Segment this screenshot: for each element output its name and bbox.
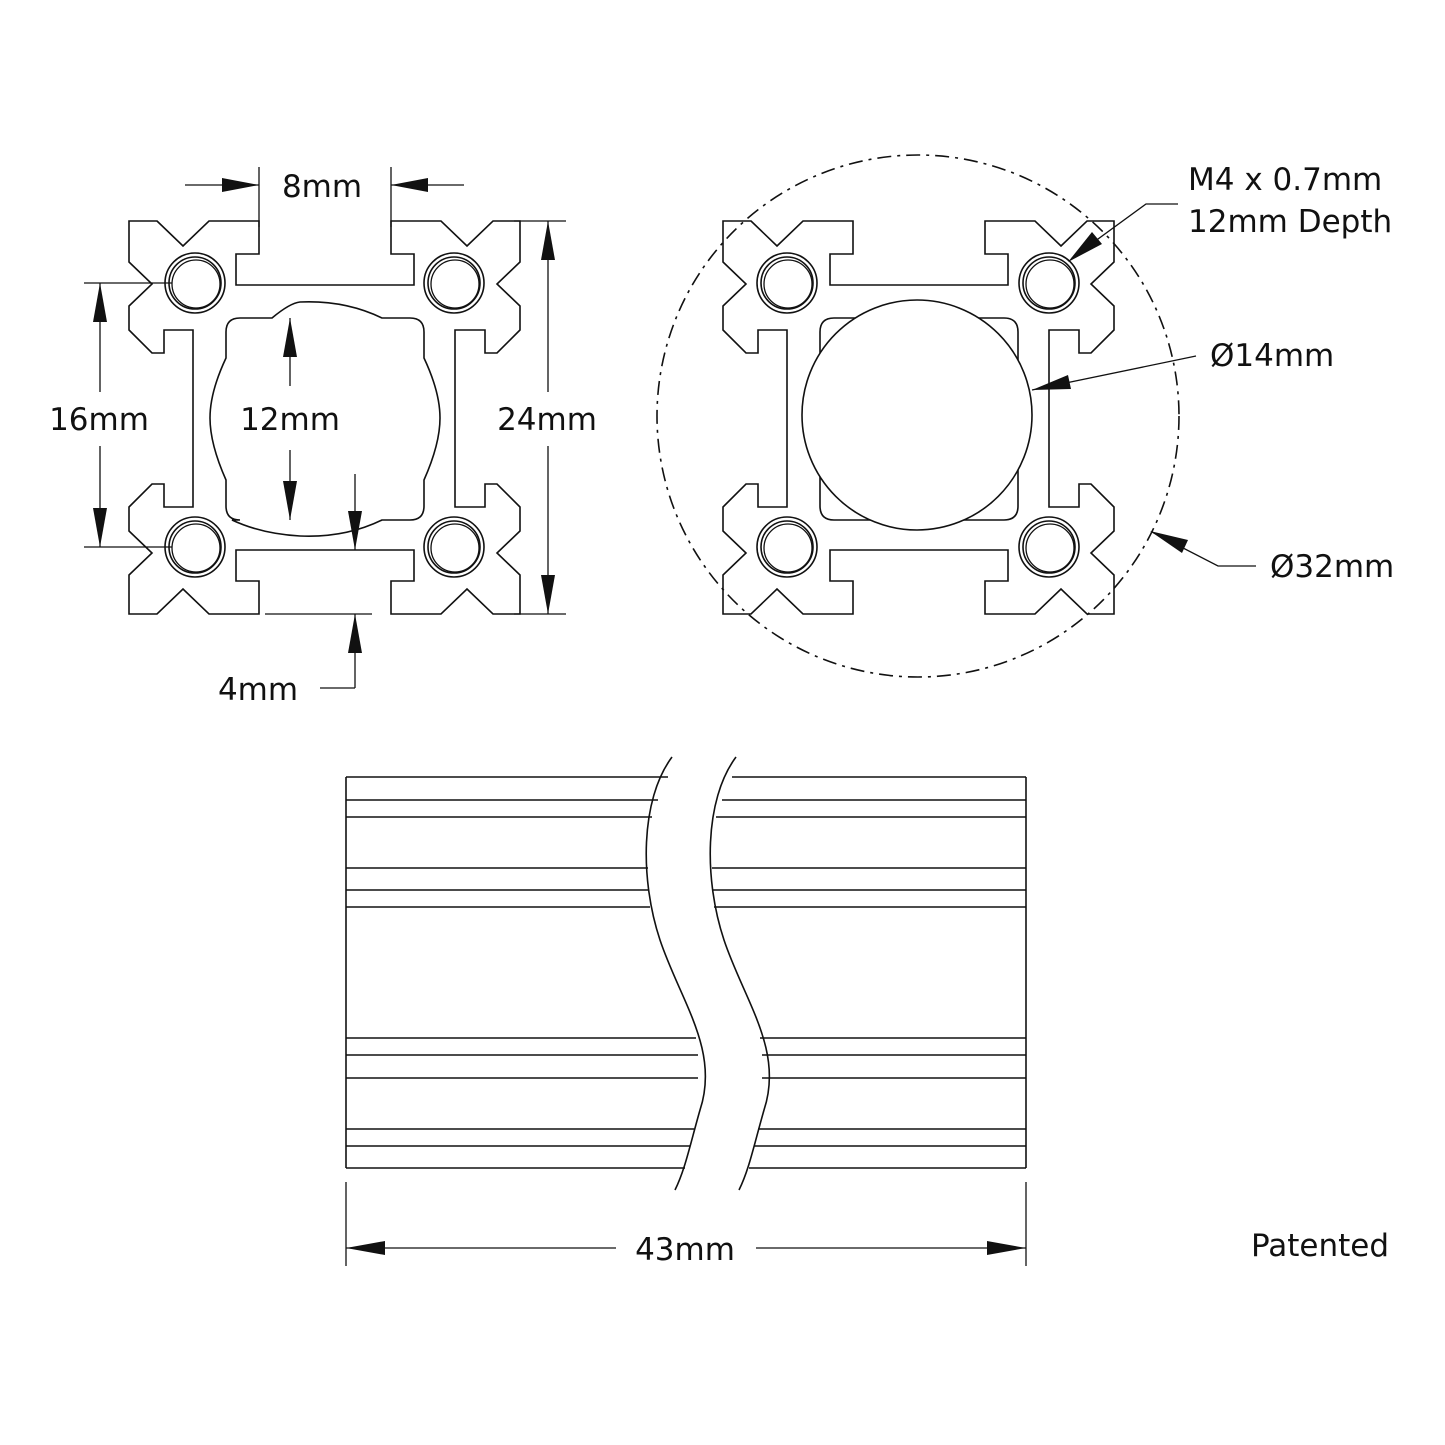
hub-view-hole-bl: [756, 516, 818, 578]
dim-hole-spacing: 16mm: [49, 402, 149, 438]
end-view-hole-tl: [164, 252, 226, 314]
break-line-left: [645, 756, 707, 1191]
hub-view-hole-br: [1018, 516, 1080, 578]
callout-hub-diameter: Ø32mm: [1270, 549, 1394, 585]
side-view-grooves: [346, 776, 1026, 1169]
hub-view-bore-circle: [801, 299, 1033, 531]
hub-view-hole-tr: [1018, 252, 1080, 314]
hub-view: M4 x 0.7mm 12mm Depth Ø14mm Ø32mm: [656, 154, 1394, 678]
hub-view-bore-square: [819, 317, 1019, 521]
dim-length: 43mm: [635, 1232, 735, 1268]
callout-thread-depth: 12mm Depth: [1188, 204, 1392, 240]
end-view: 8mm 16mm 12mm 24mm 4mm: [49, 167, 597, 708]
patent-note: Patented: [1251, 1228, 1389, 1264]
end-view-hole-br: [423, 516, 485, 578]
hub-outline: [656, 154, 1180, 678]
hub-view-hole-tl: [756, 252, 818, 314]
end-view-profile: [128, 220, 521, 615]
end-view-hole-bl: [164, 516, 226, 578]
dim-wall: 4mm: [218, 672, 298, 708]
dim-slot-opening: 8mm: [282, 169, 362, 205]
side-view: 43mm: [345, 756, 1027, 1268]
callout-bore-diameter: Ø14mm: [1210, 338, 1334, 374]
dim-overall-width: 24mm: [497, 402, 597, 438]
callout-thread-size: M4 x 0.7mm: [1188, 162, 1382, 198]
break-line-right: [709, 756, 771, 1191]
hub-view-profile: [722, 220, 1115, 615]
end-view-bore: [209, 301, 441, 537]
end-view-hole-tr: [423, 252, 485, 314]
dim-bore-flat: 12mm: [240, 402, 340, 438]
